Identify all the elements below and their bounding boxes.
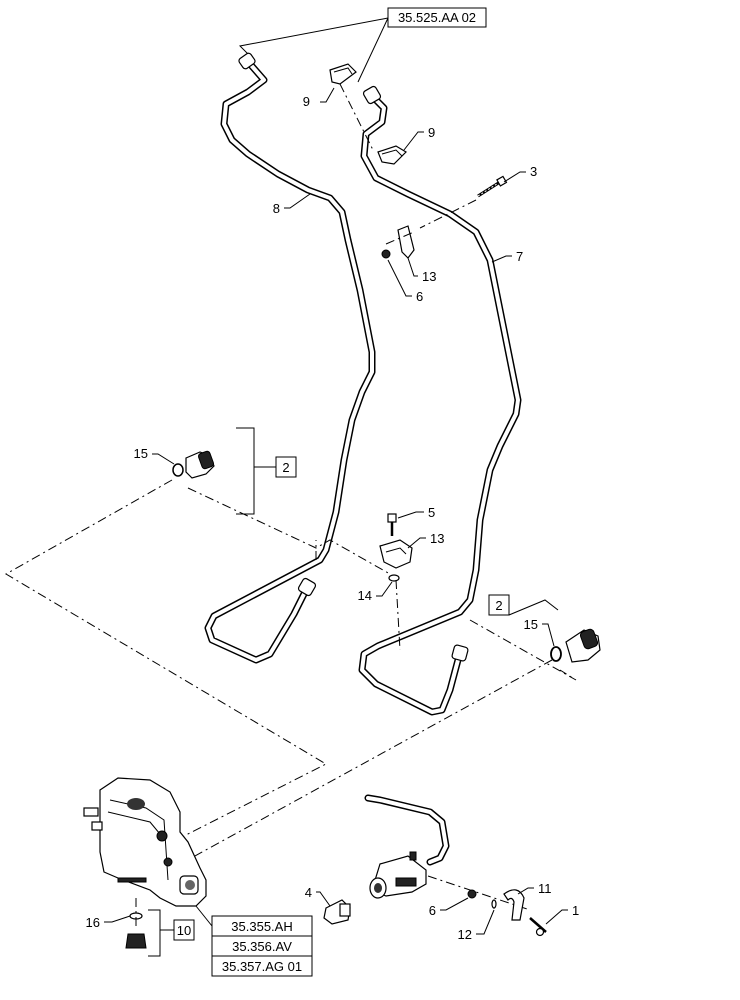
leader-4 [316,891,331,907]
nut-6-upper[interactable] [381,249,391,259]
dash-clamp-9 [339,83,375,153]
callout-14: 14 [358,588,372,603]
callout-5: 5 [428,505,435,520]
leader-12 [476,909,495,935]
dash-left-loop [5,479,328,837]
group-bracket-right [508,599,559,616]
group-left-label: 2 [282,460,289,475]
leader-3 [503,171,526,183]
clamp-11[interactable] [503,889,525,921]
plug-4[interactable] [323,899,351,925]
reference-box-top[interactable]: 35.525.AA 02 [387,7,487,28]
leader-14 [376,581,393,597]
reference-top-label: 35.525.AA 02 [398,10,476,25]
bolt-3[interactable] [477,175,508,198]
washer-14[interactable] [388,574,400,582]
leader-5 [397,511,424,519]
clamp-9-lower[interactable] [377,145,407,165]
callout-12: 12 [458,927,472,942]
callout-7: 7 [516,249,523,264]
group-bracket-left [236,427,255,515]
callout-4: 4 [305,885,312,900]
dash-bracket-down [395,579,401,651]
leader-8 [284,193,311,209]
dash-right-to-valve [183,659,553,863]
leader-13-lower [407,537,426,549]
reference-bottom-1: 35.355.AH [231,919,292,934]
bracket-13-upper[interactable] [397,225,415,259]
hydraulic-line-7[interactable] [358,85,522,716]
leader-top-right [357,17,389,83]
callout-3: 3 [530,164,537,179]
leader-15-left [152,453,175,465]
callout-11: 11 [538,881,552,896]
reference-bottom-2: 35.356.AV [232,939,292,954]
leader-16 [104,915,131,923]
dash-clamp-nut [385,231,415,245]
callout-6-upper: 6 [416,289,423,304]
callout-13-lower: 13 [430,531,444,546]
leader-15-right [542,623,555,647]
bracket-13-lower[interactable] [379,539,413,569]
group-right-label: 2 [495,598,502,613]
callout-16: 16 [86,915,100,930]
callout-15-right: 15 [524,617,538,632]
reference-bottom-3: 35.357.AG 01 [222,959,302,974]
fitting-15-left[interactable] [172,450,215,479]
valve-label: 10 [177,923,191,938]
clamp-9-upper[interactable] [329,63,357,85]
leader-top-left [238,17,389,57]
leader-6-upper [387,259,412,297]
hydraulic-line-8[interactable] [204,52,376,664]
callout-13-upper: 13 [422,269,436,284]
nut-6-lower[interactable] [467,889,477,899]
callout-1: 1 [572,903,579,918]
callouts: 9 9 3 8 7 13 6 15 5 13 14 15 4 [86,87,579,942]
group-box-right[interactable]: 2 [488,594,510,616]
dash-bolt-3 [419,199,477,229]
leader-11 [517,887,534,895]
reference-box-bottom[interactable]: 35.355.AH 35.356.AV 35.357.AG 01 [211,915,313,977]
bolt-5[interactable] [387,513,397,536]
dash-right-fitting [469,619,577,681]
control-valve-10[interactable] [83,777,207,907]
dash-left-to-bracket [187,487,391,575]
leader-13-upper [407,257,418,277]
leader-1 [545,909,568,925]
bracket-10 [148,909,161,957]
tube-assembly[interactable] [364,794,450,899]
leader-6-lower [440,897,469,911]
group-box-left[interactable]: 2 [275,456,297,478]
leader-9-upper [320,87,335,103]
callout-15-left: 15 [134,446,148,461]
leader-7 [491,255,512,263]
fitting-15-right[interactable] [550,628,601,663]
boxed-item-10[interactable]: 10 [173,919,195,941]
callout-6-lower: 6 [429,903,436,918]
bolt-1[interactable] [529,917,547,937]
washer-12[interactable] [491,899,497,909]
callout-9-upper: 9 [303,94,310,109]
callout-8: 8 [273,201,280,216]
leader-9-lower [403,131,424,151]
plug-16[interactable] [125,912,147,949]
callout-9-lower: 9 [428,125,435,140]
leader-bottom-refs [195,905,213,927]
